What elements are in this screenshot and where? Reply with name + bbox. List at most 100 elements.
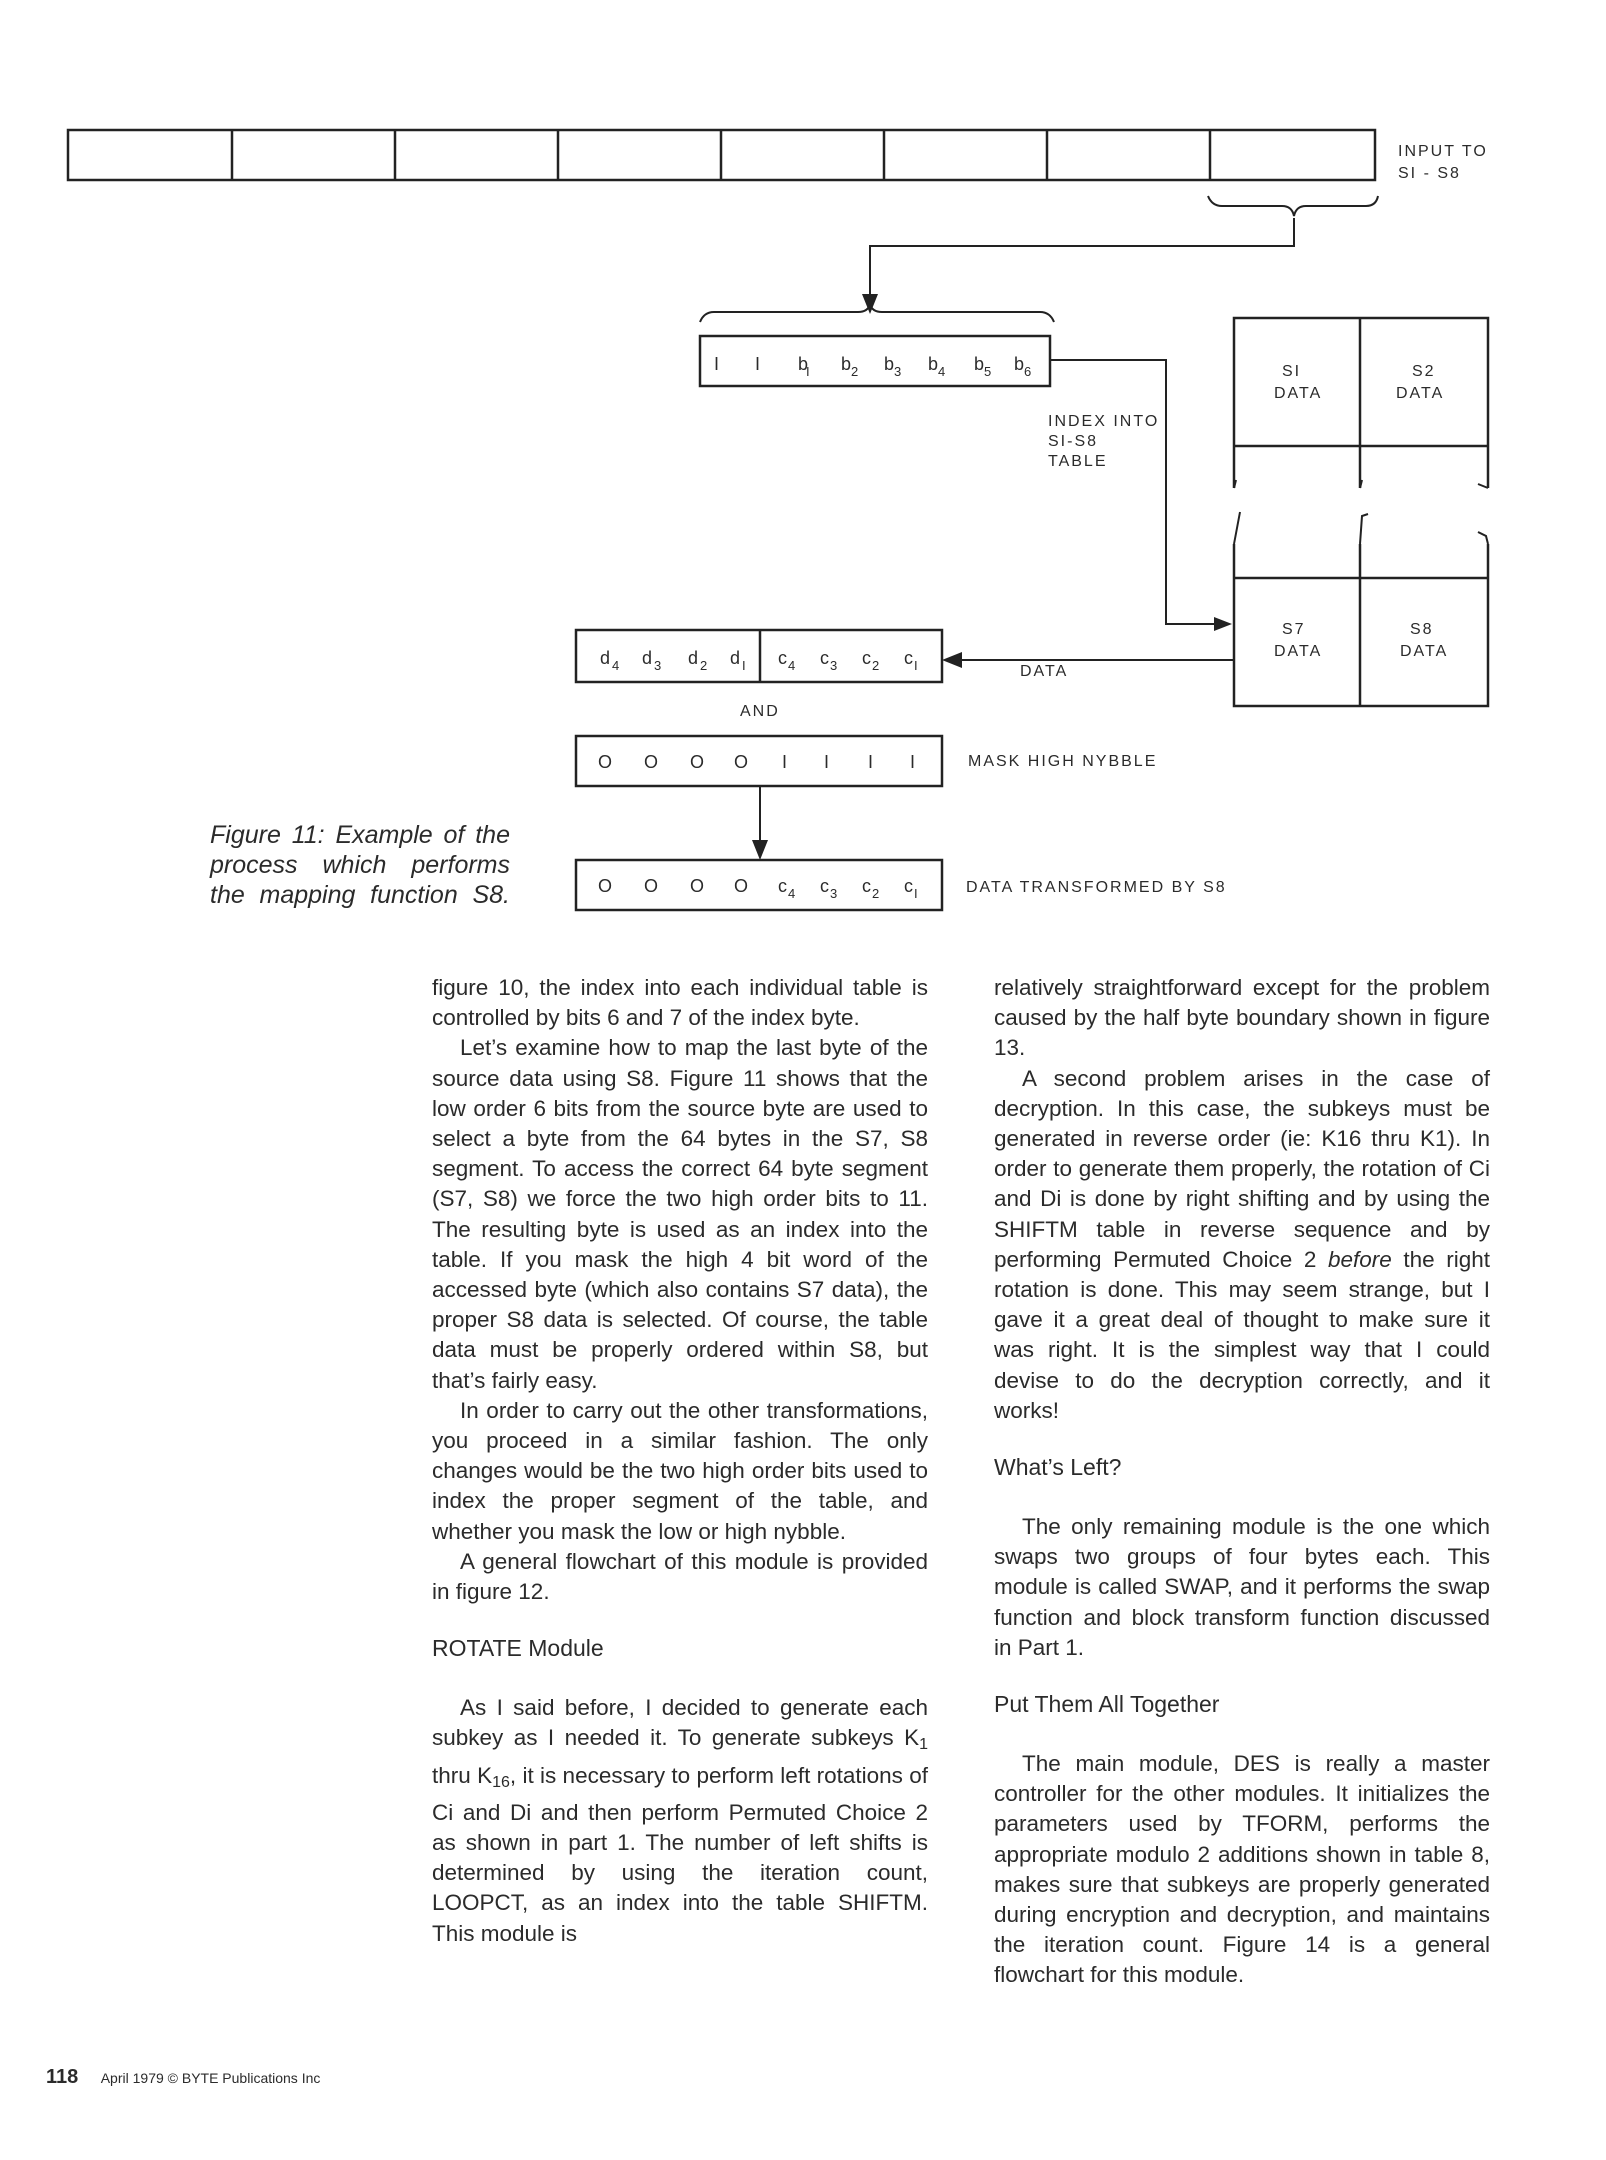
index-label-line1: INDEX INTO	[1048, 413, 1159, 430]
svg-text:O: O	[690, 876, 705, 896]
index-byte-register	[698, 334, 1052, 388]
svg-text:d: d	[642, 648, 653, 668]
index-bits: I I b I b 2 b 3 b 4 b 5 b 6	[714, 354, 1032, 379]
svg-text:I: I	[782, 752, 788, 772]
svg-text:b: b	[1014, 354, 1025, 374]
input-label-line2: SI - S8	[1398, 165, 1461, 182]
s7-label: S7	[1282, 621, 1306, 638]
s1-data-label: DATA	[1274, 385, 1322, 402]
and-label: AND	[740, 703, 780, 720]
arrow-left-icon	[942, 652, 962, 668]
caption-line-3: the mapping function S8.	[210, 881, 510, 909]
svg-text:d: d	[688, 648, 699, 668]
svg-text:c: c	[904, 876, 914, 896]
svg-text:4: 4	[788, 886, 796, 901]
svg-text:b: b	[884, 354, 895, 374]
svg-text:3: 3	[894, 364, 902, 379]
svg-text:b: b	[974, 354, 985, 374]
svg-text:b: b	[928, 354, 939, 374]
s8-data-label: DATA	[1400, 643, 1448, 660]
paragraph: In order to carry out the other transfor…	[432, 1397, 928, 1544]
svg-text:O: O	[690, 752, 705, 772]
mask-bits: O O O O I I I I	[598, 752, 916, 772]
byte-brace	[869, 195, 1379, 296]
paragraph: figure 10, the index into each individua…	[432, 975, 928, 1031]
heading-rotate-module: ROTATE Module	[432, 1635, 604, 1662]
svg-text:c: c	[862, 876, 872, 896]
s8-label: S8	[1410, 621, 1434, 638]
page-footer: 118 April 1979 © BYTE Publications Inc	[46, 2066, 320, 2089]
svg-text:2: 2	[700, 658, 708, 673]
svg-text:O: O	[598, 752, 613, 772]
arrow-right-icon	[1214, 617, 1232, 631]
paragraph: Let’s examine how to map the last byte o…	[432, 1035, 928, 1393]
svg-text:O: O	[734, 876, 749, 896]
svg-text:I: I	[824, 752, 830, 772]
svg-text:d: d	[730, 648, 741, 668]
svg-text:2: 2	[851, 364, 859, 379]
figure-caption: Figure 11: Example of the process which …	[210, 820, 510, 910]
svg-text:4: 4	[938, 364, 946, 379]
index-label-line3: TABLE	[1048, 453, 1108, 470]
svg-text:2: 2	[872, 658, 880, 673]
caption-line-1: Figure 11: Example of the	[210, 821, 510, 849]
svg-text:c: c	[820, 876, 830, 896]
svg-text:I: I	[914, 886, 919, 901]
paragraph: relatively straightforward except for th…	[994, 975, 1490, 1061]
svg-text:d: d	[600, 648, 611, 668]
heading-put-them-all-together: Put Them All Together	[994, 1691, 1220, 1718]
svg-text:6: 6	[1024, 364, 1032, 379]
svg-text:c: c	[862, 648, 872, 668]
s7-data-label: DATA	[1274, 643, 1322, 660]
sbox-table	[1232, 316, 1490, 708]
svg-text:b: b	[841, 354, 852, 374]
svg-text:3: 3	[654, 658, 662, 673]
right-column: relatively straightforward except for th…	[994, 973, 1490, 1991]
result-label: DATA TRANSFORMED BY S8	[966, 879, 1227, 896]
svg-text:I: I	[868, 752, 874, 772]
paragraph: The main module, DES is really a master …	[994, 1751, 1490, 1988]
input-label-line1: INPUT TO	[1398, 143, 1488, 160]
svg-text:O: O	[644, 876, 659, 896]
mask-label: MASK HIGH NYBBLE	[968, 753, 1157, 770]
svg-text:2: 2	[872, 886, 880, 901]
svg-text:c: c	[778, 876, 788, 896]
mask-register	[574, 734, 944, 788]
index-brace	[699, 303, 1055, 323]
index-label-line2: SI-S8	[1048, 433, 1098, 450]
svg-text:c: c	[820, 648, 830, 668]
svg-text:I: I	[806, 364, 811, 379]
svg-text:O: O	[598, 876, 613, 896]
svg-text:c: c	[904, 648, 914, 668]
paragraph: As I said before, I decided to generate …	[432, 1695, 929, 1946]
svg-text:3: 3	[830, 658, 838, 673]
s1-label: SI	[1282, 363, 1301, 380]
data-label: DATA	[1020, 663, 1068, 680]
figure-11-diagram: INPUT TO SI - S8 I I b I b 2 b 3 b 4 b 5…	[66, 128, 1490, 912]
svg-text:O: O	[644, 752, 659, 772]
s2-data-label: DATA	[1396, 385, 1444, 402]
svg-text:5: 5	[984, 364, 992, 379]
svg-text:I: I	[914, 658, 919, 673]
svg-text:c: c	[778, 648, 788, 668]
svg-text:I: I	[910, 752, 916, 772]
svg-text:I: I	[714, 354, 720, 374]
paragraph: The only remaining module is the one whi…	[994, 1514, 1490, 1660]
paragraph: A general flowchart of this module is pr…	[432, 1548, 928, 1605]
copyright-notice: April 1979 © BYTE Publications Inc	[100, 2070, 321, 2086]
index-connector	[1050, 359, 1220, 625]
svg-text:4: 4	[788, 658, 796, 673]
svg-text:I: I	[742, 658, 747, 673]
svg-text:I: I	[755, 354, 761, 374]
result-register	[574, 858, 944, 912]
heading-whats-left: What’s Left?	[994, 1454, 1122, 1481]
s2-label: S2	[1412, 363, 1436, 380]
page-number: 118	[46, 2066, 79, 2088]
svg-text:O: O	[734, 752, 749, 772]
paragraph: A second problem arises in the case of d…	[994, 1065, 1490, 1423]
svg-text:4: 4	[612, 658, 620, 673]
input-register	[66, 128, 1377, 182]
svg-text:b: b	[798, 354, 809, 374]
